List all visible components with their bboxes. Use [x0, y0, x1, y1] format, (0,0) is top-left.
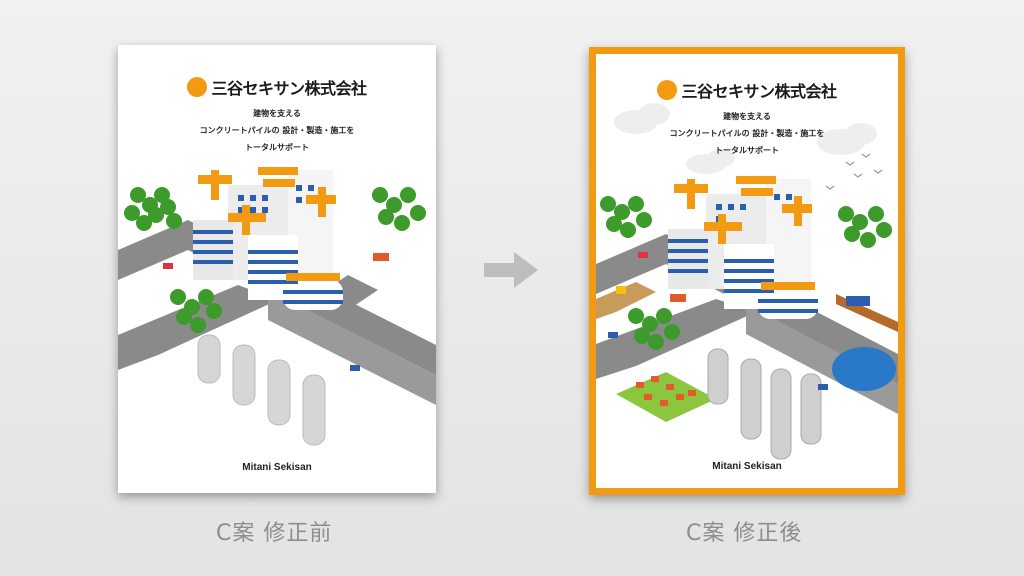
tagline-line: 建物を支える — [253, 109, 301, 118]
company-logo: 三谷セキサン株式会社 — [596, 78, 898, 102]
isometric-city-illustration — [596, 103, 898, 460]
footer-company-name: Mitani Sekisan — [712, 461, 782, 472]
tagline-line: コンクリートパイルの 設計・製造・施工を — [199, 126, 355, 135]
isometric-city-illustration — [118, 167, 436, 446]
caption-before: C案 修正前 — [216, 521, 333, 546]
tagline-line: トータルサポート — [245, 143, 309, 152]
company-logo: 三谷セキサン株式会社 — [118, 75, 436, 99]
cover-before: 三谷セキサン株式会社 建物を支える コンクリートパイルの 設計・製造・施工を ト… — [118, 45, 436, 493]
logo-text: 三谷セキサン株式会社 — [211, 79, 367, 98]
company-logo-icon — [657, 80, 678, 100]
tagline-line: トータルサポート — [715, 146, 779, 155]
tagline: 建物を支える コンクリートパイルの 設計・製造・施工を トータルサポート — [596, 108, 898, 159]
tagline: 建物を支える コンクリートパイルの 設計・製造・施工を トータルサポート — [118, 105, 436, 156]
arrow-right-icon — [484, 252, 538, 288]
tagline-line: 建物を支える — [723, 112, 771, 121]
caption-after: C案 修正後 — [686, 521, 803, 546]
tagline-line: コンクリートパイルの 設計・製造・施工を — [669, 129, 825, 138]
logo-text: 三谷セキサン株式会社 — [681, 82, 837, 101]
company-logo-icon — [187, 77, 208, 97]
cover-after: 三谷セキサン株式会社 建物を支える コンクリートパイルの 設計・製造・施工を ト… — [589, 47, 905, 495]
footer-company-name: Mitani Sekisan — [242, 462, 312, 473]
